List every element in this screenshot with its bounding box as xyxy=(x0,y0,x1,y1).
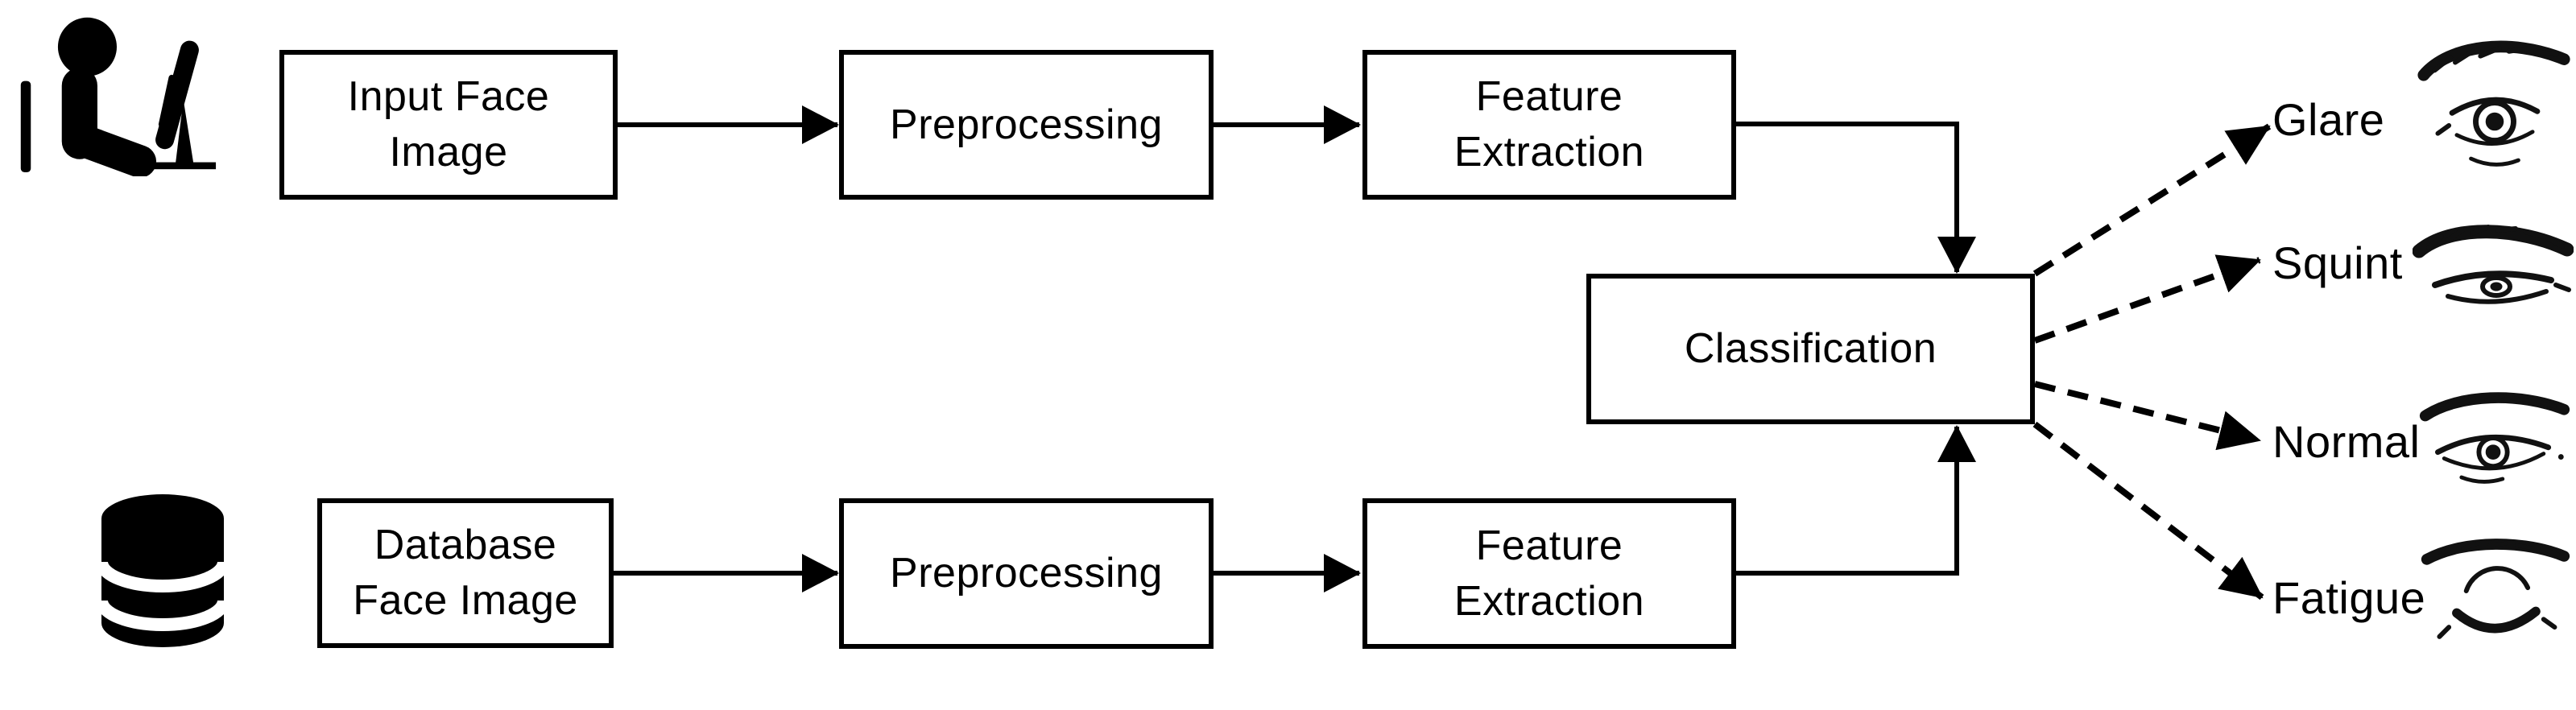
squint-eye-image xyxy=(2412,217,2574,322)
node-label: Input Face Image xyxy=(347,73,550,175)
node-label: Feature Extraction xyxy=(1453,522,1645,625)
dashed-arrow-glare xyxy=(2032,123,2272,277)
output-label-normal: Normal xyxy=(2272,415,2421,467)
flow-arrows xyxy=(614,105,1976,592)
node-feature-extraction-bottom: Feature Extraction xyxy=(1362,498,1736,649)
node-classification: Classification xyxy=(1586,274,2035,424)
node-preprocessing-bottom: Preprocessing xyxy=(839,498,1214,649)
node-label: Preprocessing xyxy=(890,550,1163,597)
output-label-fatigue: Fatigue xyxy=(2272,572,2426,623)
arrow-feature-bottom-to-classification xyxy=(1736,425,1976,576)
node-feature-extraction-top: Feature Extraction xyxy=(1362,50,1736,200)
normal-eye-image xyxy=(2416,386,2574,489)
database-icon xyxy=(95,493,230,650)
classification-output-arrows xyxy=(2032,123,2272,601)
glare-eye-image xyxy=(2416,32,2574,174)
dashed-arrow-normal xyxy=(2034,381,2261,451)
node-label: Preprocessing xyxy=(890,101,1163,148)
person-at-computer-icon xyxy=(16,10,217,178)
dashed-arrow-fatigue xyxy=(2032,421,2264,601)
output-label-squint: Squint xyxy=(2272,237,2403,288)
node-label: Feature Extraction xyxy=(1453,73,1645,175)
fatigue-eye-image xyxy=(2416,535,2574,650)
node-label: Database Face Image xyxy=(353,522,578,624)
node-input-face-image: Input Face Image xyxy=(279,50,618,200)
output-label-glare: Glare xyxy=(2272,93,2385,145)
node-label: Classification xyxy=(1684,325,1937,373)
arrow-feature-top-to-classification xyxy=(1736,122,1976,274)
node-database-face-image: Database Face Image xyxy=(317,498,614,648)
node-preprocessing-top: Preprocessing xyxy=(839,50,1214,200)
dashed-arrow-squint xyxy=(2033,254,2261,344)
